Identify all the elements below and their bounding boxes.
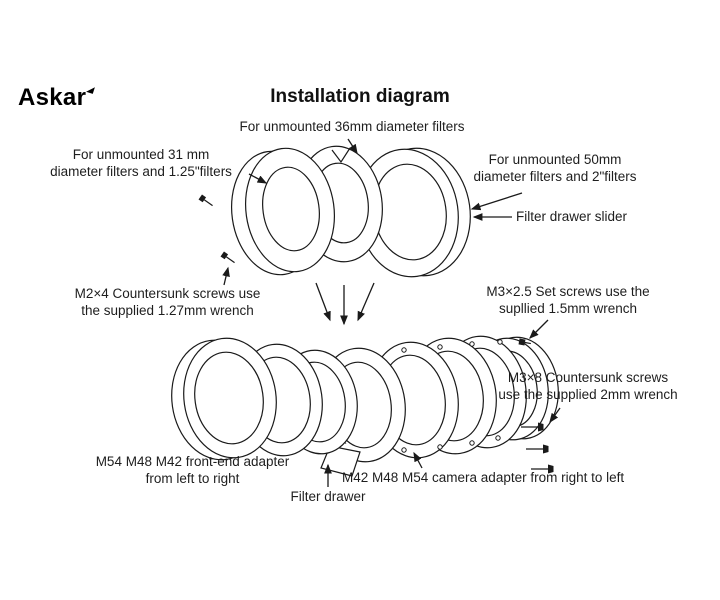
askar-logo-mark	[86, 85, 96, 94]
arrow-right-filter	[470, 192, 523, 211]
label-front-adapter: M54 M48 M42 front-end adapter from left …	[75, 454, 310, 488]
label-36mm-filters: For unmounted 36mm diameter filters	[239, 119, 465, 134]
label-front-adapter-line1: M54 M48 M42 front-end adapter	[95, 454, 290, 469]
label-filter-drawer-slider: Filter drawer slider	[516, 209, 628, 224]
slider-notch	[331, 147, 351, 164]
m3x8-screw-icon-2	[526, 444, 549, 454]
label-m2-line2: the supplied 1.27mm wrench	[81, 302, 254, 318]
askar-logo: Askar	[18, 84, 96, 112]
label-m3-set-screws: M3×2.5 Set screws use the supllied 1.5mm…	[470, 284, 666, 318]
arrows	[222, 138, 561, 487]
label-50mm-line1: For unmounted 50mm	[488, 152, 622, 167]
arrow-m2-screws	[222, 266, 230, 286]
label-m3cs-line2: use the supplied 2mm wrench	[498, 386, 678, 402]
m3-set-screw-icon	[518, 338, 531, 346]
arrow-left-filter	[248, 173, 268, 184]
label-m2-screws: M2×4 Countersunk screws use the supplied…	[55, 286, 280, 320]
screw-holes	[401, 339, 503, 453]
m3x8-screw-icon-1	[521, 422, 544, 432]
label-front-adapter-line2: from left to right	[145, 470, 240, 486]
arrow-m3-set	[529, 319, 549, 339]
label-31mm-line2: diameter filters and 1.25"filters	[50, 163, 232, 179]
m2-screw-icon-1	[198, 194, 213, 207]
arrow-camera-adapter	[413, 451, 423, 469]
label-50mm-line2: diameter filters and 2"filters	[473, 168, 637, 184]
askar-logo-text: Askar	[18, 84, 87, 111]
m3x8-screw-icon-3	[531, 464, 554, 474]
label-m3cs-line1: M3×8 Countersunk screws	[507, 370, 669, 385]
arrow-top-filter	[347, 138, 358, 155]
label-50mm-filters: For unmounted 50mm diameter filters and …	[462, 152, 648, 186]
page-title: Installation diagram	[270, 86, 450, 107]
label-31mm-filters: For unmounted 31 mm diameter filters and…	[30, 147, 252, 181]
label-camera-adapter: M42 M48 M54 camera adapter from right to…	[342, 470, 625, 485]
m2-screw-icon-2	[220, 251, 235, 264]
filter-slider-assembly	[230, 145, 471, 278]
arrow-explode-1	[315, 282, 331, 322]
label-31mm-line1: For unmounted 31 mm	[72, 147, 210, 162]
label-m3set-line2: supllied 1.5mm wrench	[498, 300, 638, 316]
arrow-explode-3	[357, 282, 375, 322]
label-m3set-line1: M3×2.5 Set screws use the	[486, 284, 650, 299]
arrow-m3-countersunk	[549, 407, 561, 424]
adapter-assembly: Askar	[171, 335, 559, 477]
label-m2-line1: M2×4 Countersunk screws use	[74, 286, 261, 301]
label-m3-countersunk: M3×8 Countersunk screws use the supplied…	[490, 370, 686, 404]
label-filter-drawer: Filter drawer	[290, 489, 366, 504]
